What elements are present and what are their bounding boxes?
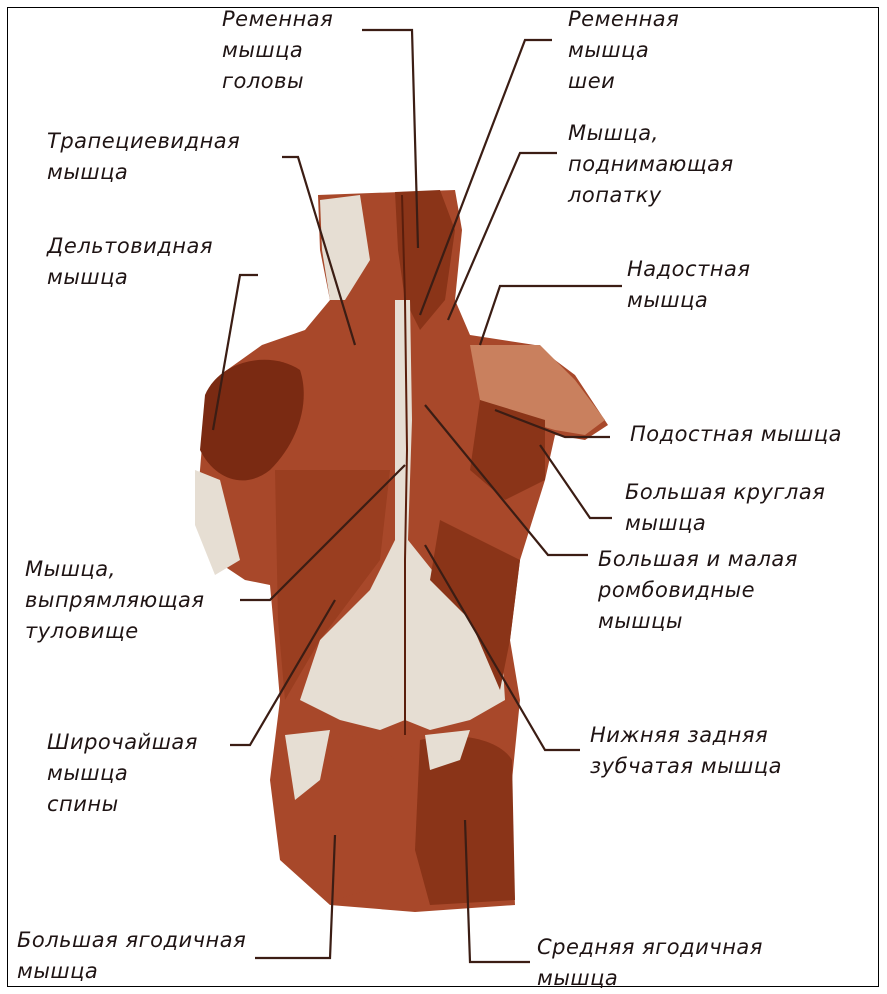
- label-line: Средняя ягодичная: [537, 932, 763, 963]
- label-serratus-posterior-inferior: Нижняя задняя зубчатая мышца: [590, 720, 782, 782]
- label-line: туловище: [25, 616, 205, 647]
- label-line: мышца: [47, 758, 198, 789]
- label-line: выпрямляющая: [25, 585, 205, 616]
- label-infraspinatus: Подостная мышца: [630, 419, 842, 450]
- label-teres-major: Большая круглая мышца: [625, 477, 825, 539]
- label-line: мышца: [222, 35, 333, 66]
- label-line: мышца: [568, 35, 679, 66]
- label-line: Большая круглая: [625, 477, 825, 508]
- label-line: Ременная: [222, 4, 333, 35]
- label-line: ромбовидные: [598, 575, 798, 606]
- label-line: Мышца,: [568, 118, 734, 149]
- label-erector-spinae: Мышца, выпрямляющая туловище: [25, 554, 205, 647]
- label-line: Мышца,: [25, 554, 205, 585]
- label-line: мышца: [47, 157, 240, 188]
- label-line: Подостная мышца: [630, 419, 842, 450]
- label-deltoid: Дельтовидная мышца: [47, 231, 213, 293]
- label-line: Большая и малая: [598, 544, 798, 575]
- label-line: Большая ягодичная: [17, 925, 246, 956]
- leader-levator-scapulae: [448, 153, 557, 320]
- label-line: зубчатая мышца: [590, 751, 782, 782]
- label-latissimus-dorsi: Широчайшая мышца спины: [47, 727, 198, 820]
- label-line: мышца: [537, 963, 763, 994]
- label-splenius-capitis: Ременная мышца головы: [222, 4, 333, 97]
- label-line: Ременная: [568, 4, 679, 35]
- label-line: мышца: [17, 956, 246, 987]
- label-levator-scapulae: Мышца, поднимающая лопатку: [568, 118, 734, 211]
- label-line: головы: [222, 66, 333, 97]
- label-line: шеи: [568, 66, 679, 97]
- label-line: Широчайшая: [47, 727, 198, 758]
- label-line: мышцы: [598, 606, 798, 637]
- label-line: поднимающая: [568, 149, 734, 180]
- label-line: мышца: [625, 508, 825, 539]
- label-trapezius: Трапециевидная мышца: [47, 126, 240, 188]
- label-supraspinatus: Надостная мышца: [627, 254, 751, 316]
- label-gluteus-maximus: Большая ягодичная мышца: [17, 925, 246, 987]
- label-line: Нижняя задняя: [590, 720, 782, 751]
- label-line: Трапециевидная: [47, 126, 240, 157]
- label-line: Надостная: [627, 254, 751, 285]
- label-line: Дельтовидная: [47, 231, 213, 262]
- label-splenius-cervicis: Ременная мышца шеи: [568, 4, 679, 97]
- label-line: спины: [47, 789, 198, 820]
- label-line: мышца: [627, 285, 751, 316]
- leader-teres-major: [540, 445, 612, 518]
- label-gluteus-medius: Средняя ягодичная мышца: [537, 932, 763, 994]
- leader-supraspinatus: [480, 286, 622, 345]
- label-line: лопатку: [568, 180, 734, 211]
- label-line: мышца: [47, 262, 213, 293]
- label-rhomboids: Большая и малая ромбовидные мышцы: [598, 544, 798, 637]
